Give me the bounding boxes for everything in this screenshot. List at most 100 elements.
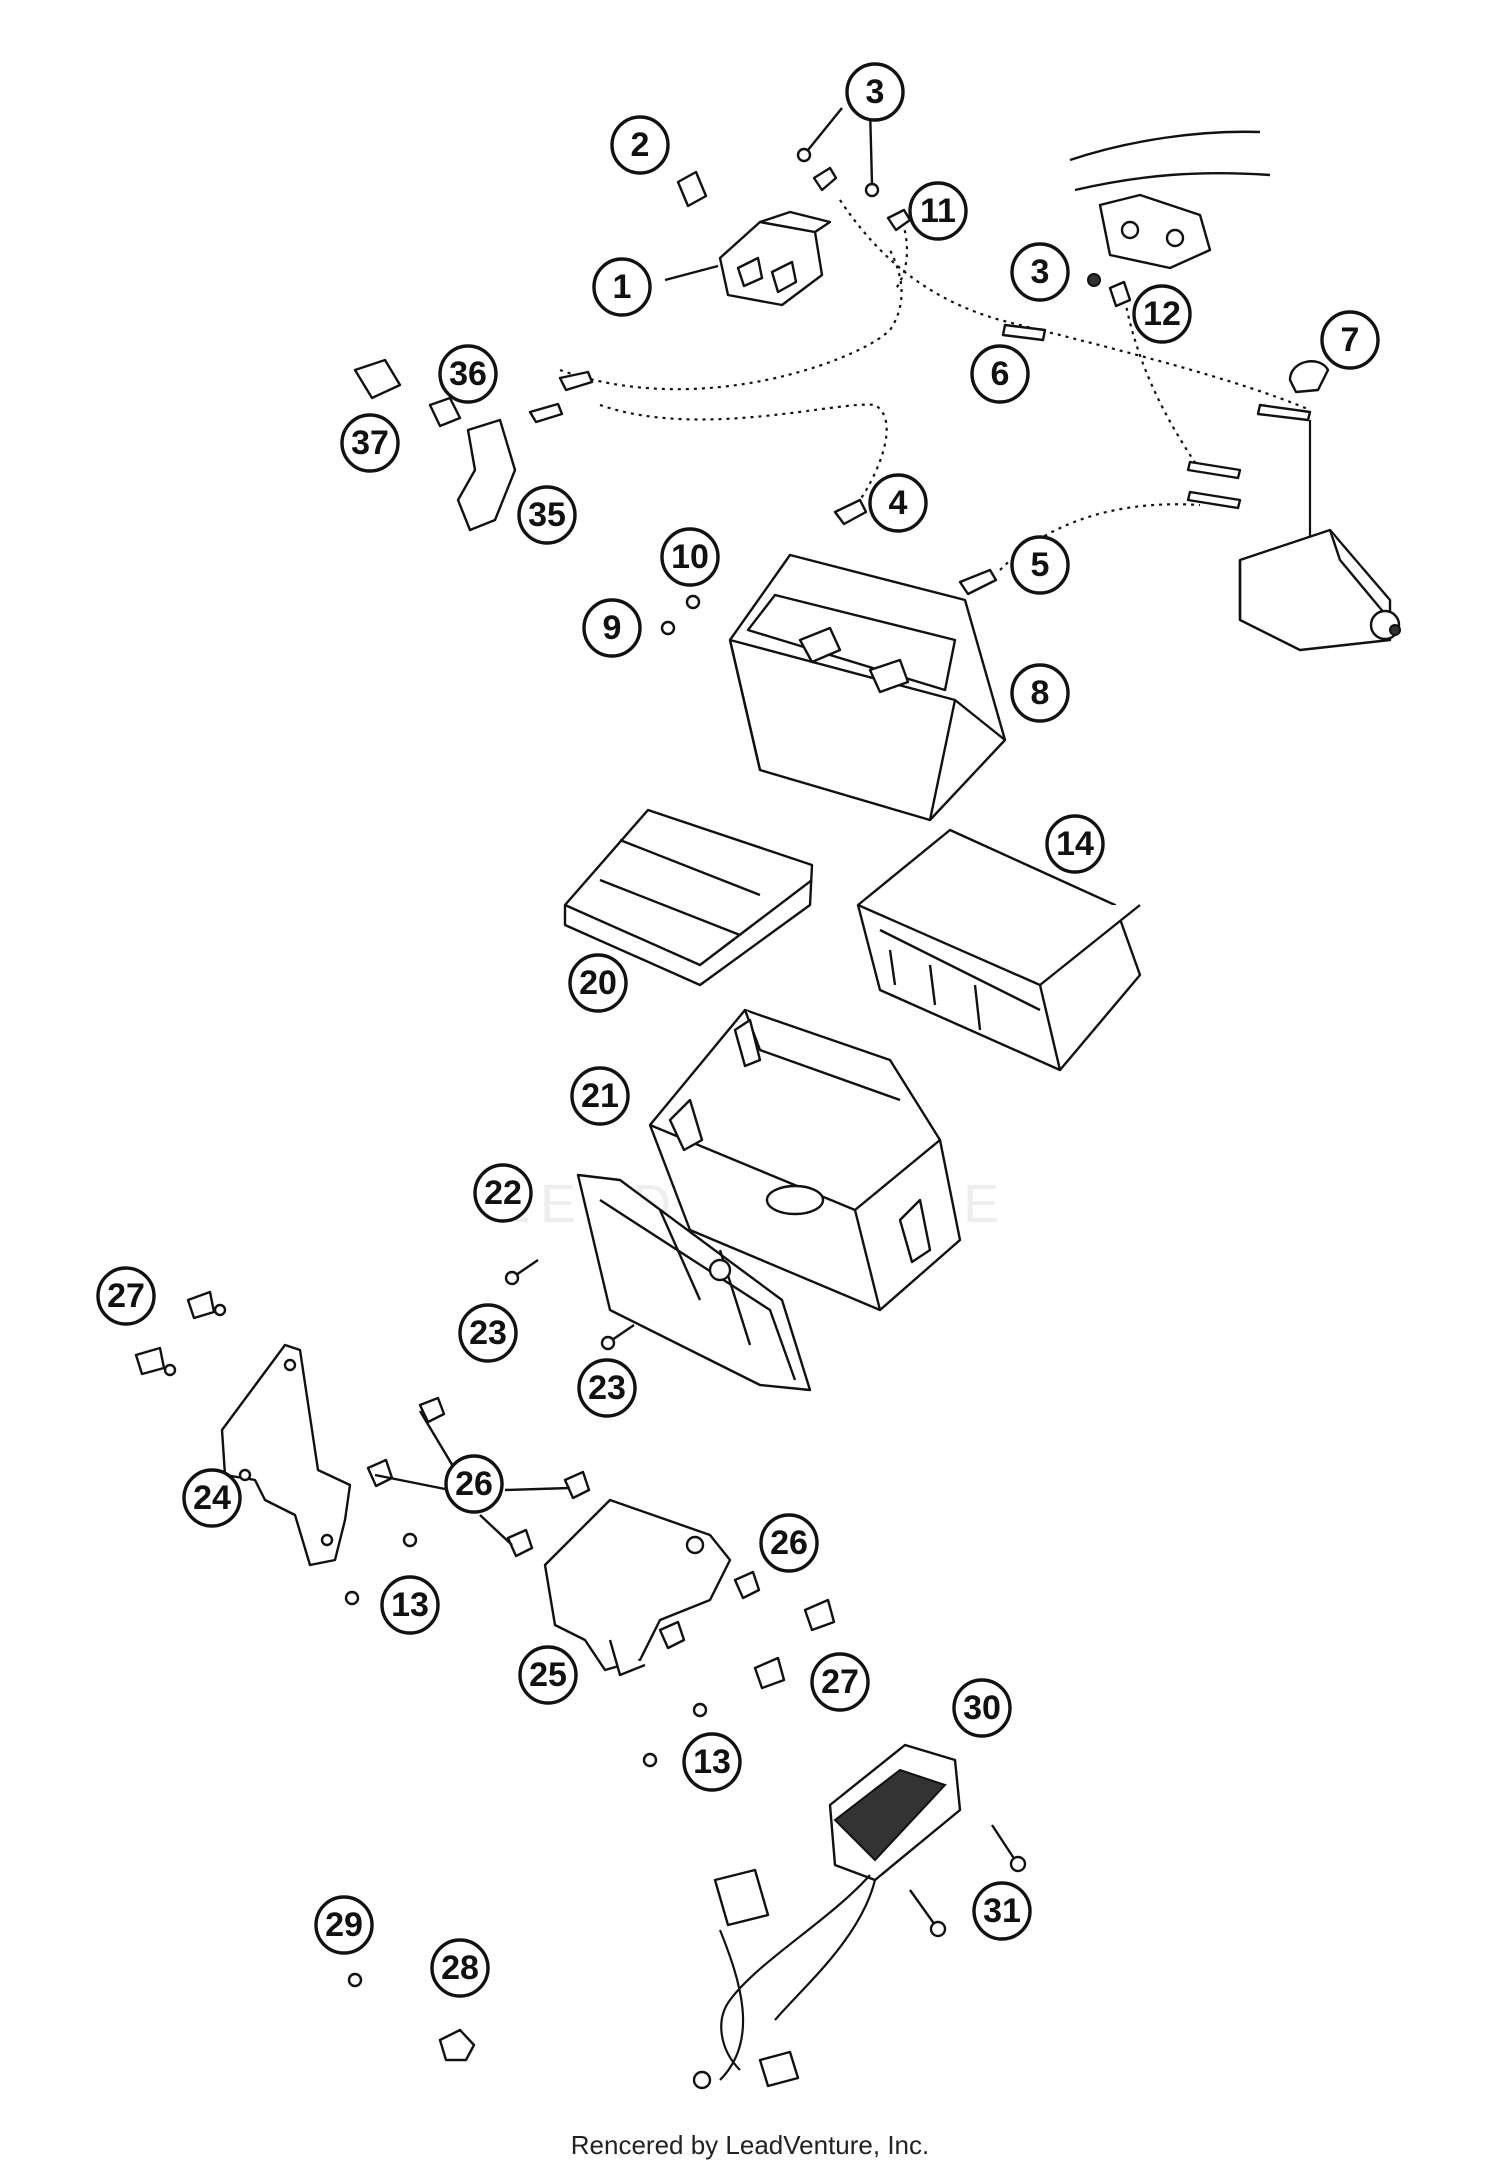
callout-10: 10: [660, 527, 720, 587]
callout-29: 29: [314, 1895, 374, 1955]
callout-27b: 27: [810, 1652, 870, 1712]
callout-23a: 23: [458, 1303, 518, 1363]
callout-2-number: 2: [631, 126, 650, 164]
callout-28-circle: [430, 1938, 490, 1998]
callout-36-circle: [438, 344, 498, 404]
callout-4-circle: [868, 473, 928, 533]
callout-8-circle: [1010, 663, 1070, 723]
callout-24-circle: [182, 1468, 242, 1528]
callout-13a-number: 13: [391, 1586, 429, 1624]
relay-cap: [676, 170, 708, 208]
callout-4: 4: [868, 473, 928, 533]
battery-case: [856, 828, 1142, 1072]
callout-3a: 3: [845, 62, 905, 122]
callout-7: 7: [1320, 310, 1380, 370]
fuse-holder: [353, 358, 517, 532]
callout-7-number: 7: [1341, 321, 1360, 359]
callout-29-circle: [314, 1895, 374, 1955]
callout-27a-number: 27: [107, 1277, 145, 1315]
callout-26a: 26: [444, 1454, 504, 1514]
callout-14-circle: [1045, 814, 1105, 874]
bracket-24: [220, 1343, 352, 1567]
callout-20-number: 20: [579, 964, 617, 1002]
callout-27b-number: 27: [821, 1663, 859, 1701]
callout-23b-circle: [577, 1358, 637, 1418]
credit-line: Rencered by LeadVenture, Inc.: [570, 2130, 930, 2160]
callout-22-circle: [473, 1163, 533, 1223]
callout-1-number: 1: [613, 268, 632, 306]
callout-7-circle: [1320, 310, 1380, 370]
handlebar-switch: [1069, 130, 1271, 270]
callout-8: 8: [1010, 663, 1070, 723]
callout-2: 2: [610, 115, 670, 175]
callout-9: 9: [582, 598, 642, 658]
callout-36-number: 36: [449, 355, 487, 393]
callout-23a-circle: [458, 1303, 518, 1363]
callout-20-circle: [568, 953, 628, 1013]
terminal-cover: [1288, 360, 1330, 394]
callout-5-circle: [1010, 535, 1070, 595]
callout-37-circle: [340, 413, 400, 473]
callout-31: 31: [972, 1881, 1032, 1941]
terminal-bolts: [660, 147, 1101, 636]
callout-12: 12: [1132, 284, 1192, 344]
callout-5: 5: [1010, 535, 1070, 595]
battery: [728, 553, 1007, 822]
callout-8-number: 8: [1031, 674, 1050, 712]
callout-30: 30: [952, 1678, 1012, 1738]
screws-13: [344, 1532, 708, 1768]
callout-30-circle: [952, 1678, 1012, 1738]
mounting-plate: [576, 1173, 812, 1392]
bolts-27-right: [753, 1598, 836, 1690]
small-parts-28-29: [347, 1972, 476, 2062]
callout-25-number: 25: [529, 1656, 567, 1694]
callout-26b: 26: [759, 1513, 819, 1573]
callout-14: 14: [1045, 814, 1105, 874]
callout-37-number: 37: [351, 424, 389, 462]
callout-35-number: 35: [528, 496, 566, 534]
callout-25: 25: [518, 1645, 578, 1705]
leader-lines: [374, 107, 874, 1546]
callout-24-number: 24: [193, 1479, 231, 1517]
nuts-26: [366, 1396, 761, 1650]
callout-1-circle: [592, 257, 652, 317]
callout-3b-circle: [1010, 242, 1070, 302]
callout-26b-circle: [759, 1513, 819, 1573]
callout-26a-number: 26: [455, 1465, 493, 1503]
callout-12-number: 12: [1143, 295, 1181, 333]
callout-27a: 27: [96, 1266, 156, 1326]
callout-21: 21: [570, 1066, 630, 1126]
callout-13b: 13: [682, 1732, 742, 1792]
callout-2-circle: [610, 115, 670, 175]
callout-23a-number: 23: [469, 1314, 507, 1352]
callout-10-circle: [660, 527, 720, 587]
callout-30-number: 30: [963, 1689, 1001, 1727]
callout-29-number: 29: [325, 1906, 363, 1944]
callout-31-circle: [972, 1881, 1032, 1941]
callout-11: 11: [908, 181, 968, 241]
callout-22: 22: [473, 1163, 533, 1223]
callout-13b-circle: [682, 1732, 742, 1792]
bracket-25: [543, 1498, 732, 1677]
callout-11-number: 11: [920, 192, 956, 230]
callout-26b-number: 26: [770, 1524, 808, 1562]
callout-3a-number: 3: [866, 73, 885, 111]
callout-28-number: 28: [441, 1949, 479, 1987]
callout-6: 6: [970, 344, 1030, 404]
callout-20: 20: [568, 953, 628, 1013]
callout-22-number: 22: [484, 1174, 522, 1212]
battery-cover: [563, 808, 814, 987]
callout-1: 1: [592, 257, 652, 317]
callout-31-number: 31: [983, 1892, 1021, 1930]
callout-27a-circle: [96, 1266, 156, 1326]
callout-3b-number: 3: [1031, 253, 1050, 291]
callout-36: 36: [438, 344, 498, 404]
callout-5-number: 5: [1031, 546, 1050, 584]
callout-28: 28: [430, 1938, 490, 1998]
callout-13a-circle: [380, 1575, 440, 1635]
callout-21-circle: [570, 1066, 630, 1126]
callout-25-circle: [518, 1645, 578, 1705]
callout-10-number: 10: [671, 538, 709, 576]
starter-relay: [718, 210, 832, 307]
bolts-31: [909, 1824, 1027, 1938]
